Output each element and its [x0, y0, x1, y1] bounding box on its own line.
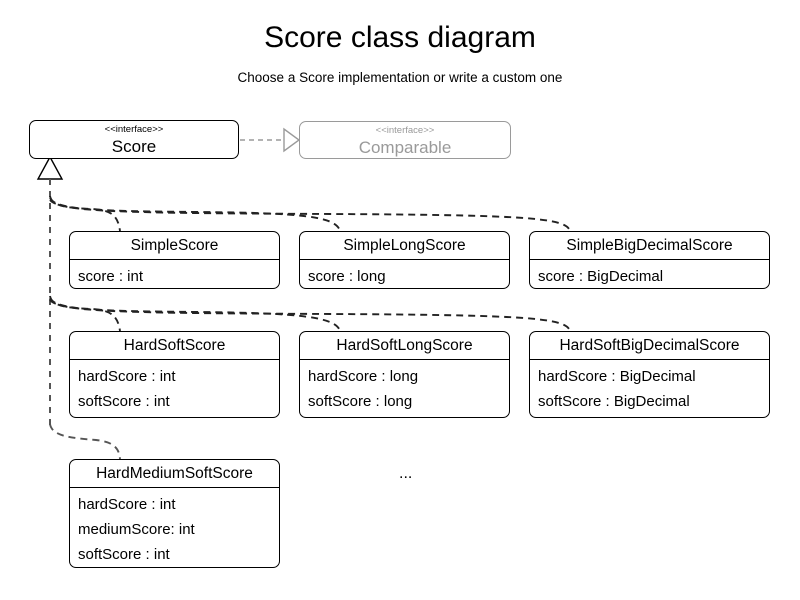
class-name: HardSoftBigDecimalScore — [530, 332, 769, 360]
class-name: HardMediumSoftScore — [70, 460, 279, 488]
interface-name-score: Score — [111, 137, 157, 156]
more-classes-ellipsis: ... — [399, 465, 413, 482]
connector-hard-soft-score — [49, 295, 121, 332]
realization-score-to-comparable — [240, 127, 301, 153]
class-attributes: hardScore : long softScore : long — [300, 360, 509, 417]
class-box-simple-long-score[interactable]: SimpleLongScore score : long — [299, 231, 510, 289]
class-attributes: hardScore : int mediumScore: int softSco… — [70, 488, 279, 567]
class-attributes: score : int — [70, 260, 279, 288]
interface-score-body: <<interface>> Score — [30, 121, 238, 157]
generalization-arrowhead — [36, 155, 64, 180]
class-box-hard-medium-soft-score[interactable]: HardMediumSoftScore hardScore : int medi… — [69, 459, 280, 568]
class-name: HardSoftLongScore — [300, 332, 509, 360]
interface-box-comparable[interactable]: <<interface>> Comparable — [299, 121, 511, 159]
interface-name-comparable: Comparable — [358, 138, 452, 157]
attribute-row: score : int — [78, 268, 144, 285]
class-attributes: score : BigDecimal — [530, 260, 769, 288]
connector-simple-big-decimal-score — [49, 199, 571, 232]
class-box-hard-soft-long-score[interactable]: HardSoftLongScore hardScore : long softS… — [299, 331, 510, 418]
interface-comparable-body: <<interface>> Comparable — [300, 122, 510, 158]
connector-hard-medium-soft-score — [49, 423, 121, 460]
class-attributes: hardScore : BigDecimal softScore : BigDe… — [530, 360, 769, 417]
class-name: SimpleBigDecimalScore — [530, 232, 769, 260]
attribute-row: hardScore : int — [78, 496, 176, 513]
attribute-row: score : long — [308, 268, 386, 285]
class-name: HardSoftScore — [70, 332, 279, 360]
attribute-row: hardScore : BigDecimal — [538, 368, 696, 385]
stereotype-label: <<interface>> — [104, 124, 164, 135]
attribute-row: hardScore : int — [78, 368, 176, 385]
class-box-simple-big-decimal-score[interactable]: SimpleBigDecimalScore score : BigDecimal — [529, 231, 770, 289]
class-name: SimpleLongScore — [300, 232, 509, 260]
attribute-row: hardScore : long — [308, 368, 419, 385]
attribute-row: softScore : int — [78, 393, 170, 410]
attribute-row: mediumScore: int — [78, 521, 195, 538]
class-name: SimpleScore — [70, 232, 279, 260]
page-subtitle: Choose a Score implementation or write a… — [237, 70, 563, 85]
class-box-hard-soft-score[interactable]: HardSoftScore hardScore : int softScore … — [69, 331, 280, 418]
class-box-simple-score[interactable]: SimpleScore score : int — [69, 231, 280, 289]
attribute-row: score : BigDecimal — [538, 268, 664, 285]
stereotype-label: <<interface>> — [375, 125, 435, 136]
class-attributes: score : long — [300, 260, 509, 288]
class-box-hard-soft-big-decimal-score[interactable]: HardSoftBigDecimalScore hardScore : BigD… — [529, 331, 770, 418]
attribute-row: softScore : int — [78, 546, 170, 563]
connector-simple-long-score — [49, 197, 341, 232]
interface-box-score[interactable]: <<interface>> Score — [29, 120, 239, 159]
class-attributes: hardScore : int softScore : int — [70, 360, 279, 417]
connector-simple-score — [49, 195, 121, 232]
attribute-row: softScore : BigDecimal — [538, 393, 690, 410]
connector-hard-soft-long-score — [49, 297, 341, 332]
page-title: Score class diagram — [264, 21, 536, 54]
attribute-row: softScore : long — [308, 393, 413, 410]
connector-hard-soft-big-decimal-score — [49, 299, 571, 332]
